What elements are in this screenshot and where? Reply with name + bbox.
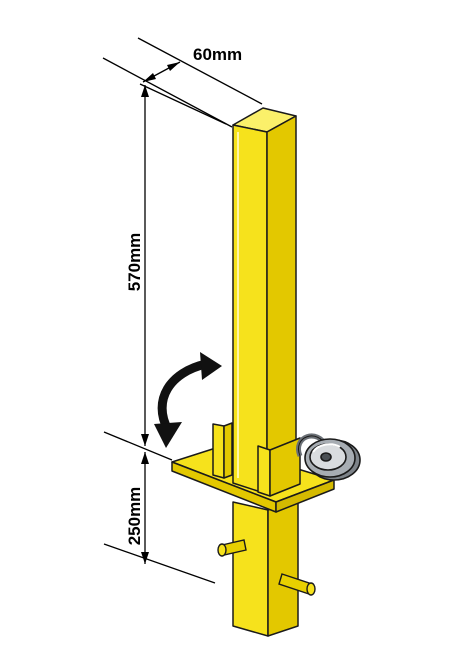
right-bracket-side — [269, 437, 301, 497]
padlock-keyhole — [320, 452, 332, 462]
base-plate-side-edge — [275, 479, 335, 513]
padlock-icon — [296, 433, 361, 481]
right-bracket — [257, 437, 301, 497]
rotation-arrow-body — [157, 359, 208, 433]
dimension-arrowheads — [141, 62, 180, 564]
rotation-arrowhead-top — [200, 352, 222, 380]
width-arrowhead-right — [167, 62, 180, 71]
rotation-arrowhead-bottom — [154, 422, 182, 448]
right-bracket-face — [257, 445, 271, 497]
width-label: 60mm — [193, 45, 242, 64]
curved-double-arrow-icon — [154, 352, 222, 448]
upper-post — [232, 107, 297, 495]
anchor-pins — [217, 539, 316, 596]
depth-arrowhead-bottom — [141, 552, 149, 564]
height-arrowhead-top — [141, 85, 149, 97]
lower-post-side — [267, 497, 299, 637]
anchor-pin-left-end — [217, 543, 227, 557]
height-tick-top — [139, 83, 227, 125]
depth-label: 250mm — [125, 487, 144, 546]
post-side-face — [266, 115, 297, 495]
width-arrowhead-left — [143, 73, 156, 82]
left-bracket — [212, 422, 233, 479]
height-label: 570mm — [125, 233, 144, 292]
width-extension-right — [137, 37, 263, 105]
lower-post-front — [232, 501, 269, 637]
depth-arrowhead-top — [141, 452, 149, 464]
lower-post — [232, 497, 299, 637]
padlock-shine — [312, 443, 341, 453]
dimension-lines — [102, 37, 263, 584]
anchor-pin-right-end — [306, 582, 316, 596]
width-extension-left — [102, 57, 233, 128]
depth-tick-bottom — [103, 543, 216, 584]
height-tick-bottom — [103, 431, 173, 461]
height-arrowhead-bottom — [141, 434, 149, 446]
left-bracket-face — [212, 423, 225, 479]
left-bracket-side — [223, 422, 233, 479]
